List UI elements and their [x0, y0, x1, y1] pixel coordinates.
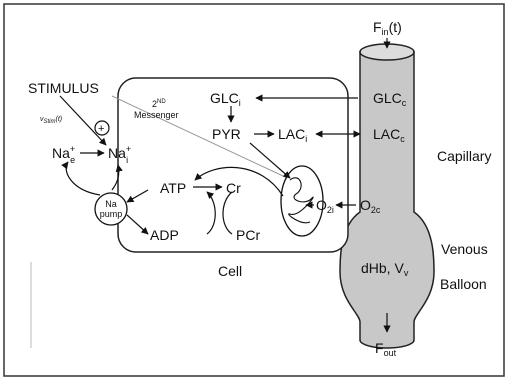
- na-intracellular-label: Na+i: [108, 144, 131, 165]
- second-messenger-line: [111, 95, 299, 184]
- flow-out-label: Fout: [375, 340, 397, 358]
- mito-atp-arrow: [194, 166, 284, 197]
- pump-na-out-arrow: [61, 161, 101, 196]
- outer-frame: [3, 3, 505, 377]
- pump-na-in-arrow: [111, 164, 123, 191]
- atp-label: ATP: [160, 180, 186, 196]
- na-extracellular-label: Na+e: [52, 144, 75, 165]
- adp-label: ADP: [150, 227, 179, 243]
- pyr-label: PYR: [212, 126, 241, 142]
- plus-label: +: [98, 123, 104, 135]
- lac-intracellular-label: LACi: [278, 126, 307, 144]
- pump-adp-arrow: [126, 214, 149, 235]
- cell-label: Cell: [218, 263, 242, 279]
- o2-capillary-label: O2c: [360, 197, 381, 215]
- capillary-body: [339, 51, 435, 349]
- cr-label: Cr: [226, 180, 241, 196]
- pump-atp-line: [126, 189, 149, 203]
- mitochondrion: [280, 165, 324, 237]
- pyr-mito-arrow: [249, 142, 291, 179]
- glc-intracellular-label: GLCi: [210, 90, 241, 108]
- flow-in-label: Fin(t): [373, 19, 402, 37]
- venous-label: Venous: [441, 241, 488, 257]
- adp-atp-cycle: [206, 191, 216, 235]
- pcr-label: PCr: [236, 227, 260, 243]
- stimulus-label: STIMULUS: [28, 80, 99, 96]
- balloon-label: Balloon: [440, 276, 487, 292]
- v-stim-label: vStim(t): [40, 116, 62, 125]
- cr-pcr-cycle: [222, 191, 233, 235]
- na-pump-circle: [94, 192, 128, 226]
- messenger-label: Messenger: [134, 110, 179, 120]
- glc-capillary-label: GLCc: [373, 90, 407, 108]
- stimulus-arrow: [59, 95, 107, 146]
- lac-capillary-label: LACc: [373, 126, 405, 144]
- plus-circle: [94, 120, 110, 136]
- mitochondrion-cristae: [288, 177, 314, 224]
- o2-intracellular-label: O2i: [316, 197, 334, 215]
- dhb-label: dHb, Vv: [361, 260, 409, 278]
- na-pump-label-line1: Na: [105, 199, 117, 209]
- second-messenger-label: 2ND: [152, 99, 166, 109]
- capillary-label: Capillary: [437, 148, 491, 164]
- na-pump-label-line2: pump: [100, 209, 123, 219]
